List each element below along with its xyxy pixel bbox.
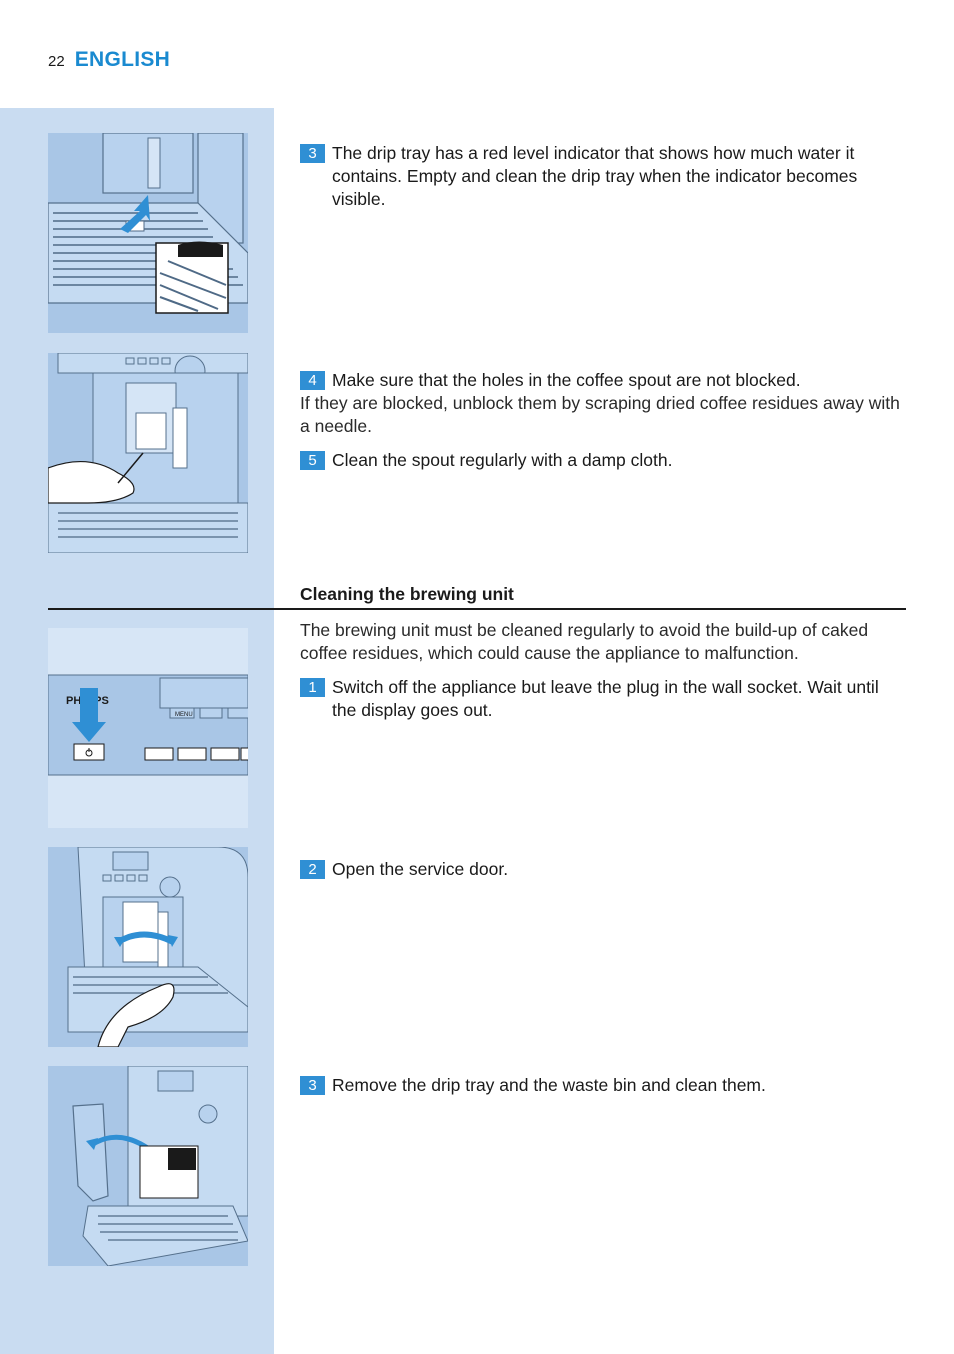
illustration-pointer [248,675,274,695]
illustration-waste-bin [48,1066,248,1266]
step-3-remove-tray-bin: 3 Remove the drip tray and the waste bin… [300,1074,906,1097]
step-3-drip-tray: 3 The drip tray has a red level indicato… [300,142,906,211]
step-5-clean-spout: 5 Clean the spout regularly with a damp … [300,449,906,472]
section-divider [48,608,906,610]
power-icon [85,748,93,757]
illustration-pointer [248,142,274,162]
illustration-control-panel: PHILIPS MENU [48,628,248,828]
step-number: 3 [300,144,325,163]
illustration-coffee-spout [48,353,248,553]
step-number: 2 [300,860,325,879]
step-number: 5 [300,451,325,470]
step-4-note: If they are blocked, unblock them by scr… [300,393,900,436]
step-number: 1 [300,678,325,697]
step-text: The drip tray has a red level indicator … [332,143,858,209]
arrow-down-icon [120,195,150,233]
step-2-service-door: 2 Open the service door. [300,858,906,881]
illustration-drip-tray [48,133,248,333]
step-text: Open the service door. [332,859,509,879]
step-number: 3 [300,1076,325,1095]
step-4-spout-holes: 4 Make sure that the holes in the coffee… [300,369,906,392]
arrow-down-icon [72,688,106,742]
illustration-pointer [248,858,274,878]
illustration-pointer [248,1074,274,1094]
step-1-switch-off: 1 Switch off the appliance but leave the… [300,676,906,722]
illustration-pointer [248,367,274,387]
step-text: Remove the drip tray and the waste bin a… [332,1075,766,1095]
section-intro: The brewing unit must be cleaned regular… [300,620,869,663]
section-title: Cleaning the brewing unit [300,584,514,604]
panel-menu-text: MENU [175,712,193,718]
page-header: 22 ENGLISH [48,48,170,74]
page-number: 22 [48,53,65,70]
step-text: Switch off the appliance but leave the p… [332,677,879,720]
step-text: Make sure that the holes in the coffee s… [332,370,801,390]
step-text: Clean the spout regularly with a damp cl… [332,450,673,470]
language-heading: ENGLISH [74,48,171,71]
illustration-service-door [48,847,248,1047]
step-number: 4 [300,371,325,390]
